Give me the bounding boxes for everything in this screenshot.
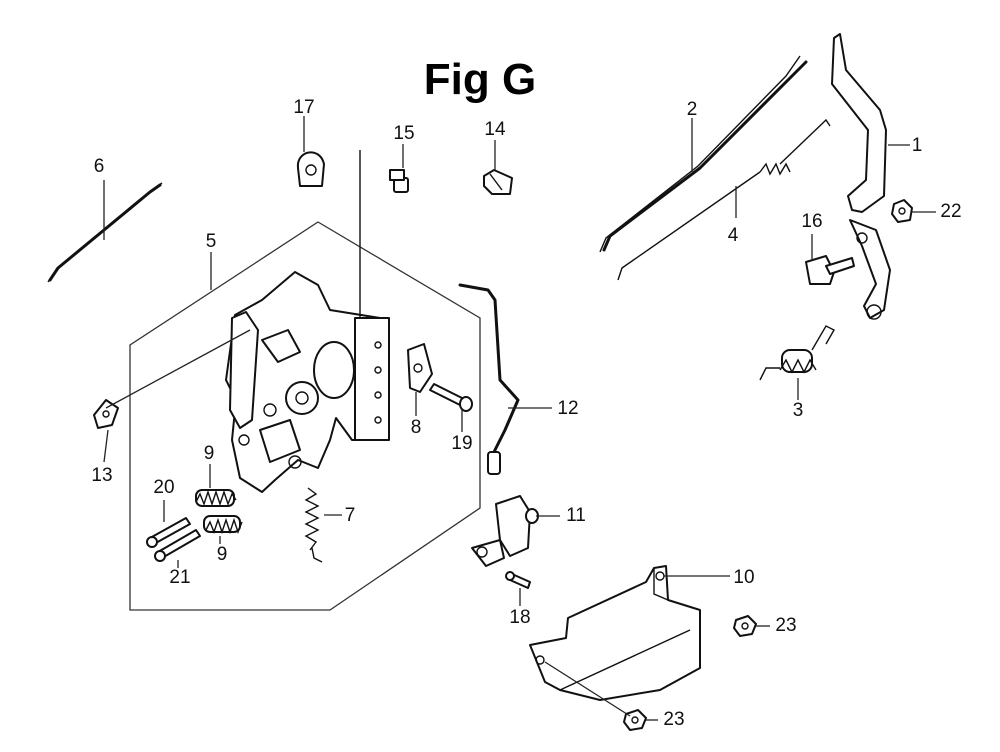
callout-14: 14 (484, 119, 506, 140)
callout-8: 8 (411, 417, 422, 438)
part-23-bolt-lower (623, 709, 647, 731)
callout-15: 15 (393, 123, 414, 144)
part-1-arm (831, 33, 891, 320)
part-13-clip (93, 399, 119, 429)
callout-21: 21 (169, 567, 190, 588)
part-23-bolt-upper (733, 615, 757, 637)
callout-11: 11 (566, 505, 586, 526)
figure-title: Fig G (423, 55, 537, 104)
assembly-5-outline (129, 221, 481, 611)
leader-lines (103, 116, 936, 721)
part-15-screw (389, 169, 409, 193)
callout-18: 18 (509, 607, 530, 628)
callout-7: 7 (345, 505, 356, 526)
part-5-governor-plate (225, 150, 390, 493)
callout-12: 12 (557, 398, 578, 419)
part-2-rod (599, 55, 808, 253)
callout-19: 19 (451, 433, 472, 454)
callout-23-lower: 23 (663, 709, 684, 730)
part-18-screw (505, 571, 531, 589)
callout-23-upper: 23 (775, 615, 796, 636)
part-21-screw (154, 529, 201, 562)
part-9-spring-upper (195, 489, 237, 507)
callout-10: 10 (733, 567, 754, 588)
part-19-bolt (429, 383, 473, 412)
callout-9-upper: 9 (204, 443, 215, 464)
part-8-nut (407, 343, 433, 393)
part-16-clamp (805, 255, 855, 285)
callout-9-lower: 9 (217, 544, 228, 565)
part-6-rod (47, 182, 163, 283)
part-10-cover (529, 565, 701, 701)
callout-4: 4 (728, 225, 739, 246)
callout-1: 1 (912, 135, 923, 156)
part-4-wire (617, 118, 831, 281)
part-20-screw (146, 517, 191, 548)
part-7-spring (304, 487, 323, 563)
part-22-nut (891, 199, 913, 223)
part-17-clip (296, 151, 325, 187)
callout-3: 3 (793, 400, 804, 421)
part-11-switch (471, 495, 539, 567)
part-12-wire (458, 283, 520, 475)
callout-2: 2 (687, 99, 698, 120)
callout-20: 20 (153, 477, 174, 498)
callout-6: 6 (94, 156, 105, 177)
part-9-spring-lower (203, 515, 243, 535)
part-3-spring (759, 325, 835, 381)
callout-16: 16 (801, 211, 822, 232)
callout-17: 17 (293, 97, 314, 118)
callout-22: 22 (940, 201, 961, 222)
callout-13: 13 (91, 465, 112, 486)
callout-5: 5 (206, 231, 217, 252)
part-14-clip (483, 169, 513, 195)
